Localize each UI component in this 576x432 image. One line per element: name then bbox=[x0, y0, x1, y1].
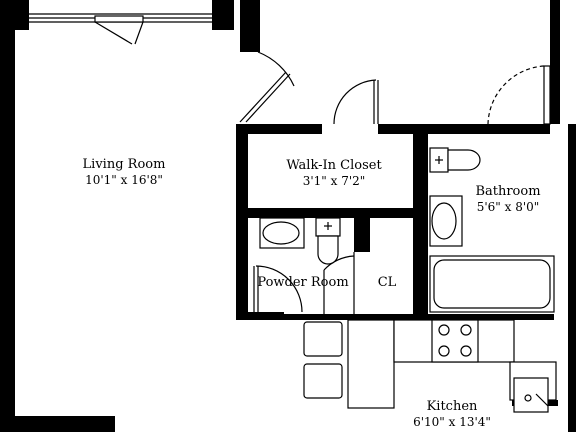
cl-door bbox=[323, 252, 355, 314]
dishwasher bbox=[513, 377, 549, 413]
bathroom-sink bbox=[429, 195, 463, 247]
powder-room-label: Powder Room bbox=[257, 275, 348, 290]
bathroom-toilet bbox=[429, 147, 481, 173]
walk-in-closet-dims: 3'1" x 7'2" bbox=[303, 174, 366, 188]
bathroom-door bbox=[487, 65, 551, 125]
balcony-door bbox=[94, 15, 144, 45]
wall-closet-bath-divider bbox=[413, 124, 428, 320]
wall-powder-bottom-left bbox=[236, 312, 284, 320]
wall-powder-cl-divider bbox=[354, 208, 370, 252]
living-room-label: Living Room bbox=[83, 157, 166, 172]
room-labels: Living Room 10'1" x 16'8" Walk-In Closet… bbox=[83, 157, 541, 429]
stove bbox=[431, 319, 479, 363]
bar-stools bbox=[303, 321, 343, 399]
living-room-door bbox=[239, 51, 295, 123]
wall-closet-left bbox=[236, 124, 248, 318]
bathroom-dims: 5'6" x 8'0" bbox=[477, 200, 540, 214]
living-room-dims: 10'1" x 16'8" bbox=[85, 173, 163, 187]
powder-room-toilet bbox=[315, 217, 341, 265]
wall-living-right-upper bbox=[240, 0, 260, 52]
wall-closet-top-left bbox=[236, 124, 322, 134]
wall-top-right bbox=[212, 0, 234, 30]
wall-bath-right-upper bbox=[550, 0, 560, 124]
bathtub bbox=[429, 255, 555, 313]
wall-living-bottom bbox=[15, 416, 115, 432]
powder-room-door bbox=[253, 265, 303, 313]
walk-in-closet-label: Walk-In Closet bbox=[286, 158, 382, 173]
wall-right-exterior bbox=[568, 124, 576, 432]
powder-room-sink bbox=[259, 217, 305, 249]
wall-closet-bottom bbox=[236, 208, 428, 218]
kitchen-label: Kitchen bbox=[427, 399, 478, 414]
wall-closet-top-right bbox=[378, 124, 550, 134]
wall-kitchen-top bbox=[284, 314, 554, 320]
kitchen-dims: 6'10" x 13'4" bbox=[413, 415, 491, 429]
wall-top-left bbox=[15, 0, 29, 30]
bathroom-label: Bathroom bbox=[475, 184, 540, 199]
wall-left-exterior bbox=[0, 0, 15, 432]
cl-label: CL bbox=[378, 275, 397, 290]
closet-door bbox=[333, 79, 379, 125]
